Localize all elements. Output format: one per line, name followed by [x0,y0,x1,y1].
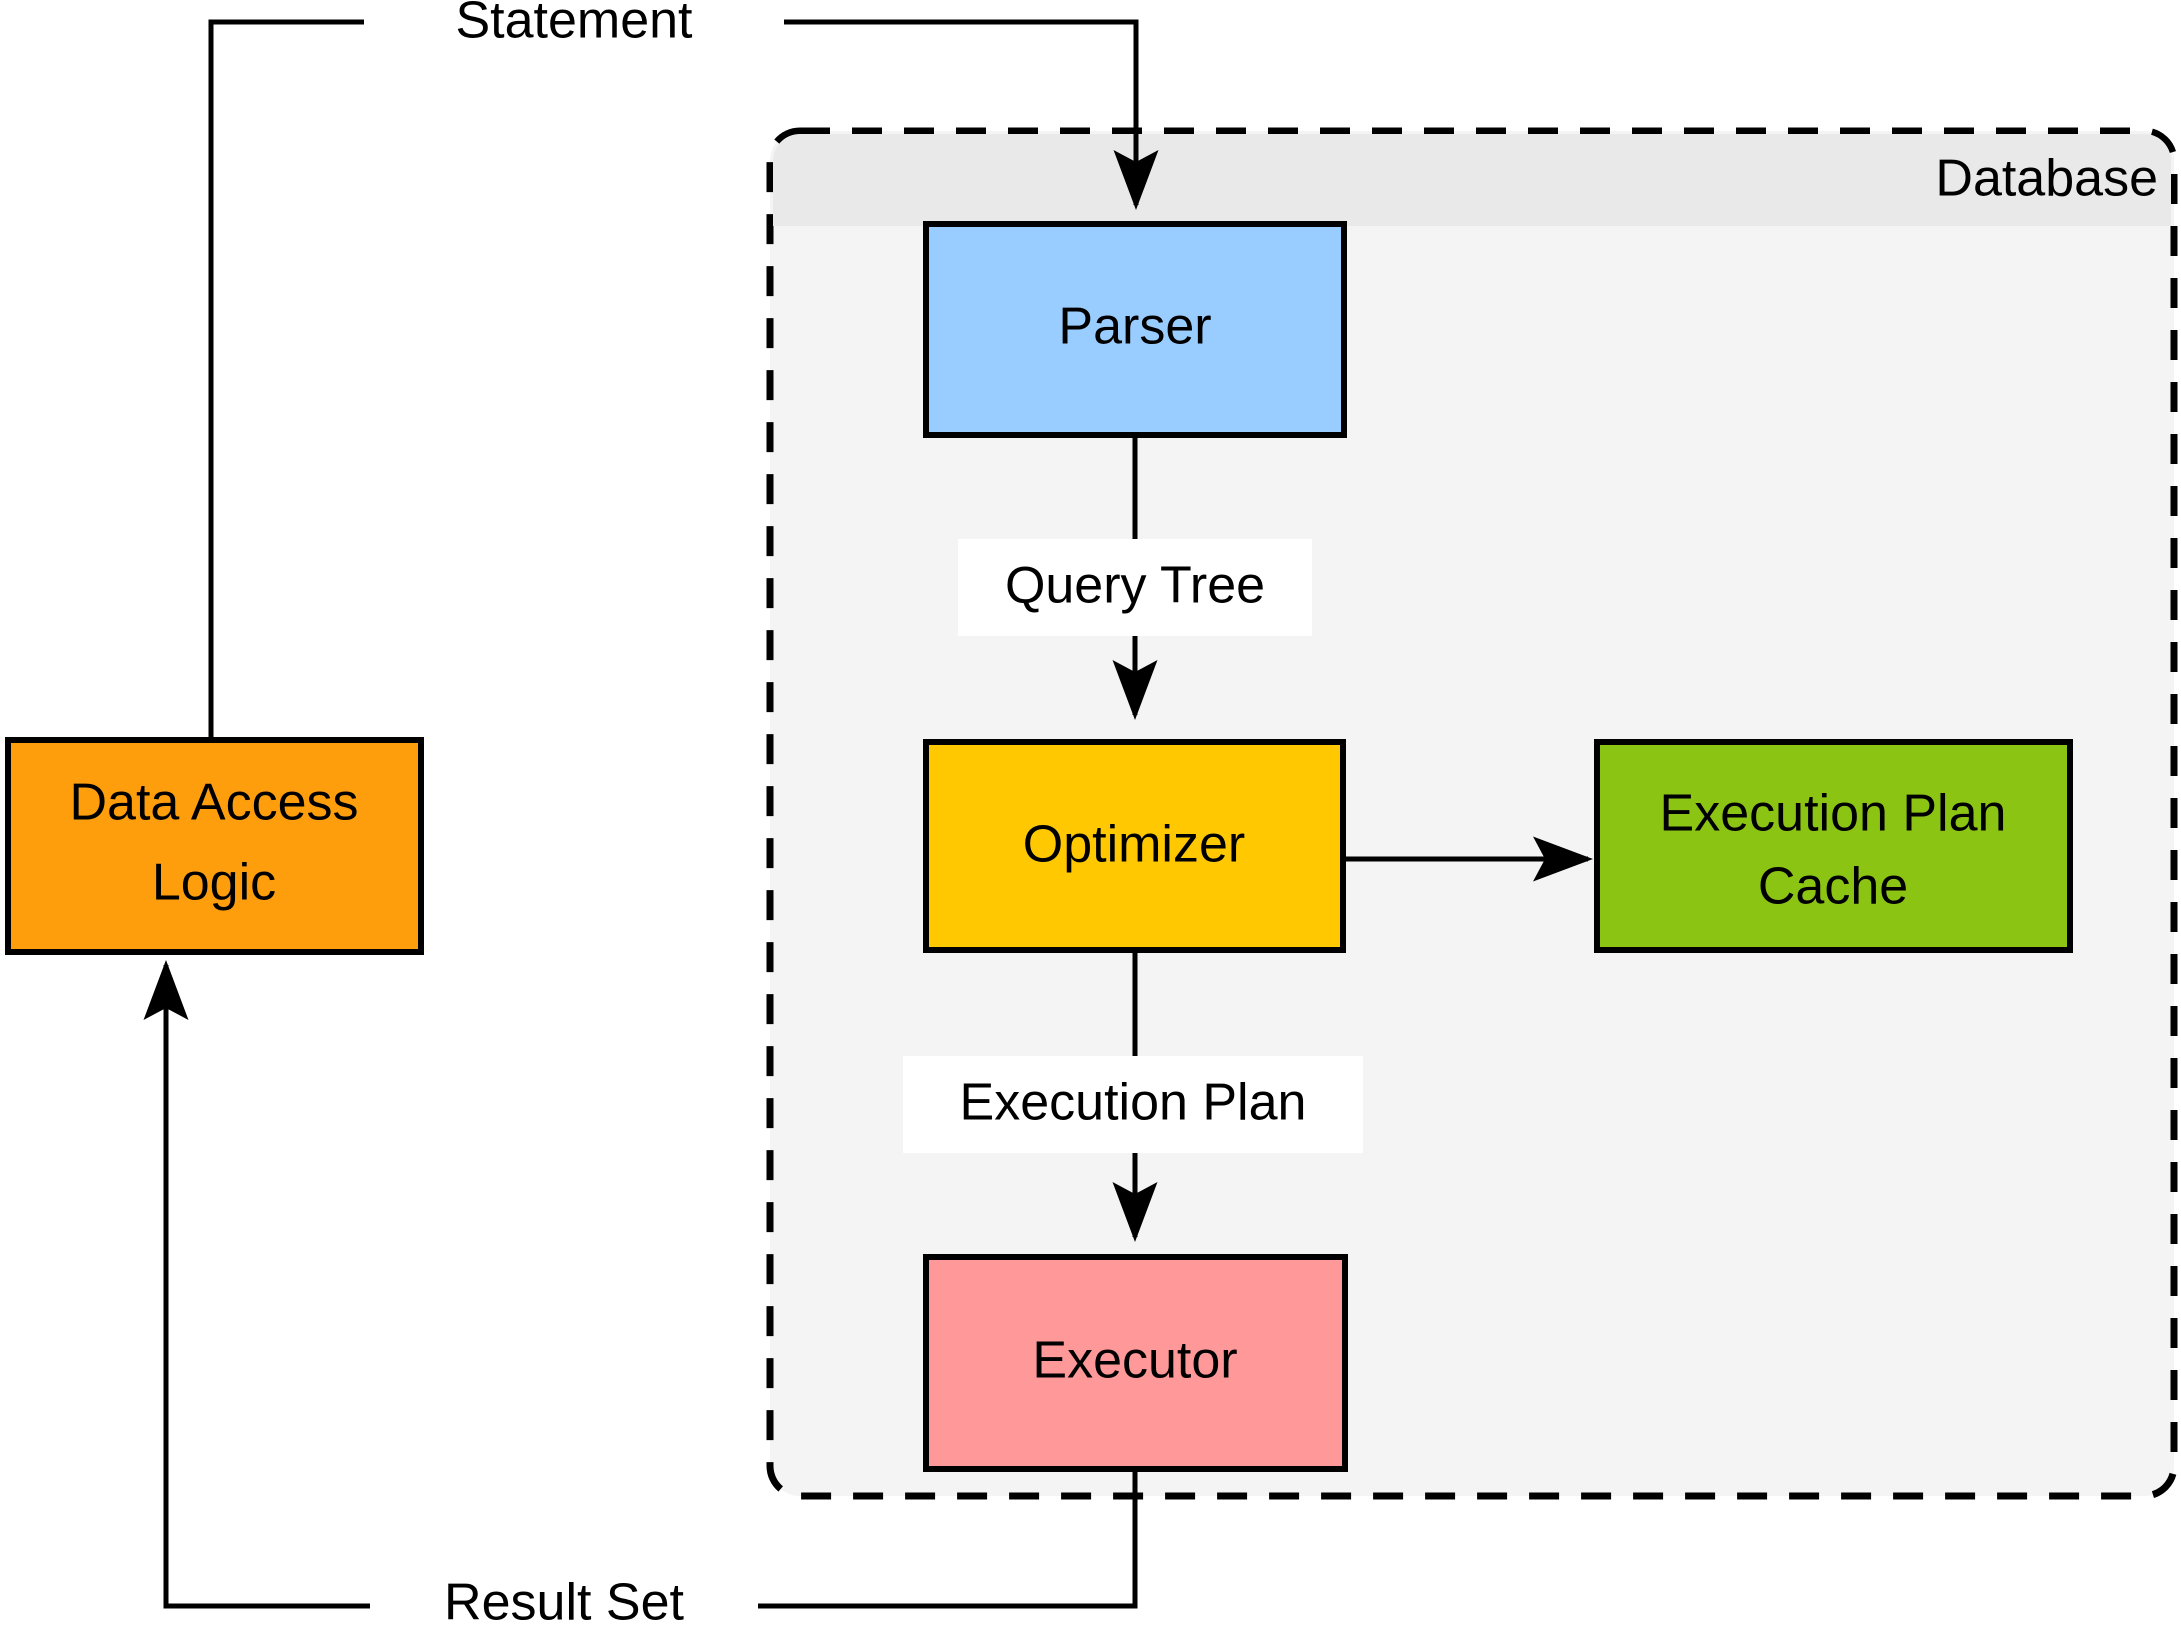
node-optimizer[interactable]: Optimizer [923,739,1346,953]
database-boundary-outline [766,127,2178,1500]
node-data-access-logic-label-line2: Logic [152,854,276,912]
edge-statement-label: Statement [455,0,693,50]
edge-result-set: Result Set [143,960,1138,1633]
edge-execution-plan-label-bg [903,1056,1363,1153]
node-data-access-logic-label-line1: Data Access [69,774,358,832]
edge-execution-plan: Execution Plan [903,950,1363,1242]
node-execution-plan-cache-rect[interactable] [1594,739,2073,953]
node-optimizer-label: Optimizer [1023,816,1245,874]
edge-query-tree: Query Tree [958,435,1312,720]
edge-statement-label-bg [364,0,784,54]
node-executor[interactable]: Executor [923,1254,1348,1472]
node-parser[interactable]: Parser [923,221,1347,438]
node-execution-plan-cache-label-line1: Execution Plan [1660,785,2007,843]
edge-execution-plan-label: Execution Plan [960,1074,1307,1132]
node-parser-rect[interactable] [923,221,1347,438]
node-executor-rect[interactable] [923,1254,1348,1472]
node-data-access-logic[interactable]: Data Access Logic [5,737,424,955]
node-executor-label: Executor [1032,1332,1237,1390]
edge-result-set-label: Result Set [444,1574,684,1632]
edge-result-set-label-bg [370,1572,758,1633]
database-boundary-label: Database [1935,150,2158,208]
node-data-access-logic-rect[interactable] [5,737,424,955]
node-execution-plan-cache[interactable]: Execution Plan Cache [1594,739,2073,953]
edge-query-tree-label-bg [958,539,1312,636]
node-execution-plan-cache-label-line2: Cache [1758,858,1908,916]
node-parser-label: Parser [1058,298,1211,356]
edge-statement: Statement [208,0,1159,740]
edge-query-tree-label: Query Tree [1005,557,1265,615]
